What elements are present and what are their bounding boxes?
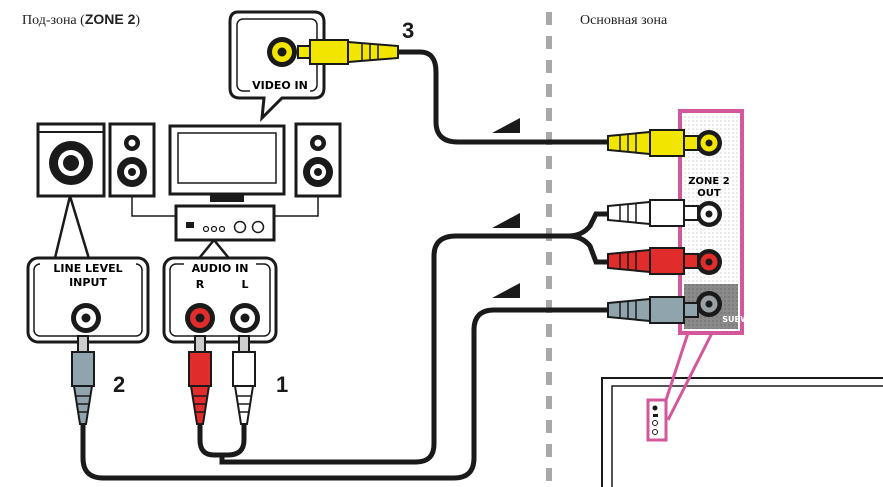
step-2-number: 2 [113,372,125,397]
receiver-icon [174,204,276,242]
audio-cable-left [197,420,247,458]
zone2-video-out-jack [696,130,722,156]
step-1-number: 1 [276,372,288,397]
audio-in-l-label: L [241,278,248,291]
video-cable [396,49,608,145]
zone2-right-out-jack [696,249,722,275]
line-level-label-1: LINE LEVEL [53,262,122,275]
audio-in-l-jack [230,303,260,333]
audio-in-r-jack [185,303,215,333]
subwoofer-out-jack [696,291,722,317]
subwoofer-plug-main [607,296,699,324]
main-receiver-outline [601,377,883,487]
zone2-out-label-2: OUT [697,188,721,199]
audio-cable-main [219,211,610,465]
video-plug-sub [297,39,399,65]
left-plug-sub [232,335,256,425]
line-level-input-callout: LINE LEVEL INPUT [26,256,150,344]
subwoofer-speaker [36,122,106,198]
video-in-label: VIDEO IN [252,79,308,92]
speaker-wire [131,196,319,217]
subwoofer-cable [80,307,608,481]
signal-arrow-video [492,118,520,133]
right-plug-sub [188,335,212,425]
main-zone-title: Основная зона [580,13,668,28]
zoom-target-jacks [646,398,668,442]
zone2-left-out-jack [696,201,722,227]
signal-arrow-subwoofer [492,283,520,298]
line-level-label-2: INPUT [69,276,107,289]
subwoofer-plug-sub [71,335,95,425]
audio-in-r-label: R [196,278,205,291]
zoom-indicator [664,332,714,421]
subwoofer-label: SUBWOOFER [722,315,779,324]
video-in-jack [267,37,297,67]
audio-in-callout: AUDIO IN R L [162,256,278,344]
step-3-number: 3 [402,18,414,43]
signal-arrow-audio [492,213,520,228]
line-level-jack [71,303,101,333]
tv-icon [168,124,286,202]
left-plug-main [607,199,699,227]
sub-zone-title: Под-зона (ZONE 2) [22,11,140,28]
right-speaker [294,122,342,198]
left-speaker [108,122,156,198]
zone2-out-label-1: ZONE 2 [688,176,729,187]
video-in-callout: VIDEO IN [228,10,326,123]
audio-in-label: AUDIO IN [192,262,249,275]
callout-pointer-line-level [52,194,92,264]
right-plug-main [607,247,699,275]
video-plug-main [607,129,699,157]
